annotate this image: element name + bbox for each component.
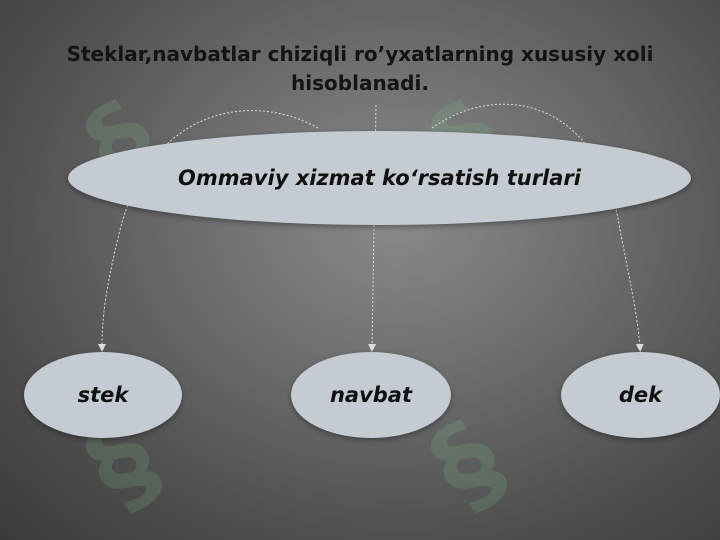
node-dek: dek	[561, 352, 720, 438]
connector-dek	[431, 103, 644, 352]
center-node: Ommaviy xizmat ko‘rsatish turlari	[68, 131, 691, 225]
node-stek: stek	[24, 352, 182, 438]
center-node-label: Ommaviy xizmat ko‘rsatish turlari	[178, 166, 581, 190]
node-navbat: navbat	[291, 352, 451, 438]
node-label: stek	[77, 383, 129, 407]
node-label: navbat	[329, 383, 413, 407]
slide-title: Steklar,navbatlar chiziqli ro’yxatlarnin…	[66, 42, 654, 95]
node-label: dek	[618, 383, 663, 407]
